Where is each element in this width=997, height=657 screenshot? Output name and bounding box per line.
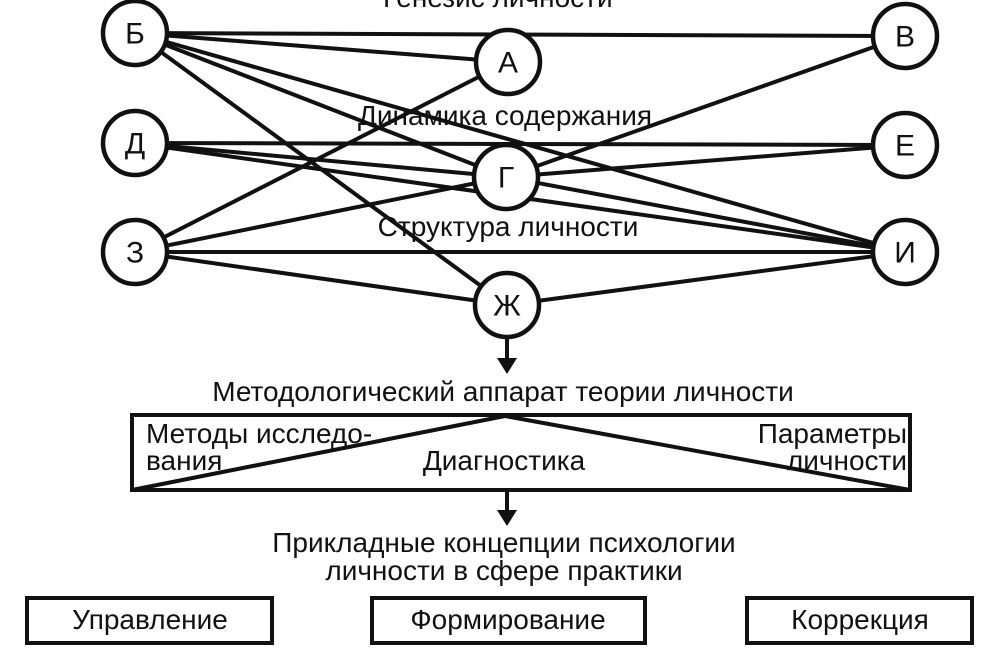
edge-zh-i bbox=[506, 250, 906, 307]
edge-b-g bbox=[134, 31, 507, 179]
edge-d-g bbox=[134, 141, 507, 179]
box-correction: Коррекция bbox=[745, 596, 974, 645]
edge-g-v bbox=[505, 34, 906, 179]
node-v-label: В bbox=[895, 21, 915, 54]
diagnostics-label: Диагностика bbox=[423, 445, 586, 476]
node-z-label: З bbox=[126, 237, 144, 270]
node-g: Г bbox=[471, 142, 541, 212]
node-b: Б bbox=[100, 0, 170, 68]
box-formation: Формирование bbox=[370, 596, 647, 645]
node-g-label: Г bbox=[498, 162, 514, 195]
box-management-label: Управление bbox=[72, 604, 228, 635]
edge-g-e bbox=[505, 143, 906, 179]
edge-z-g bbox=[134, 175, 507, 254]
genesis-label: Генезис личности bbox=[383, 0, 613, 13]
apparatus-box bbox=[130, 413, 912, 492]
node-z: З bbox=[100, 217, 170, 287]
box-formation-label: Формирование bbox=[410, 604, 605, 635]
applied-title-line1: Прикладные концепции психологии bbox=[272, 527, 735, 558]
network-nodes: Б А В Д Г Е З И Ж bbox=[100, 0, 940, 340]
edge-g-i bbox=[505, 175, 906, 254]
node-g-circle bbox=[471, 142, 541, 212]
edge-z-a bbox=[134, 60, 509, 254]
node-a-label: А bbox=[498, 47, 518, 80]
edge-b-a bbox=[134, 31, 509, 64]
structure-label: Структура личности bbox=[378, 211, 639, 242]
node-i: И bbox=[870, 217, 940, 287]
node-i-label: И bbox=[894, 237, 916, 270]
params-label-line2: личности bbox=[787, 445, 907, 476]
node-a: А bbox=[473, 27, 543, 97]
apparatus-title: Методологический аппарат теории личности bbox=[212, 376, 794, 407]
network-edges bbox=[133, 31, 906, 307]
box-correction-label: Коррекция bbox=[791, 604, 929, 635]
node-d: Д bbox=[100, 108, 170, 178]
node-d-label: Д bbox=[125, 128, 145, 161]
node-v-circle bbox=[870, 1, 940, 71]
arrow-to-apparatus-head bbox=[497, 358, 517, 374]
methods-label-line2: вания bbox=[146, 445, 222, 476]
applied-title-line2: личности в сфере практики bbox=[325, 555, 682, 586]
node-b-label: Б bbox=[125, 18, 145, 51]
node-e-circle bbox=[870, 110, 940, 180]
dynamics-label: Динамика содержания bbox=[358, 100, 652, 131]
params-label-line1: Параметры bbox=[758, 418, 907, 449]
node-zh: Ж bbox=[472, 270, 542, 340]
edge-d-e bbox=[134, 141, 906, 147]
methods-label-line1: Методы исследо- bbox=[146, 418, 372, 449]
node-e-label: Е bbox=[895, 130, 915, 163]
apparatus-left-diagonal bbox=[131, 414, 506, 492]
node-e: Е bbox=[870, 110, 940, 180]
node-d-circle bbox=[100, 108, 170, 178]
node-v: В bbox=[870, 1, 940, 71]
node-i-circle bbox=[870, 217, 940, 287]
edge-z-zh bbox=[134, 250, 508, 307]
node-b-circle bbox=[100, 0, 170, 68]
apparatus-right-diagonal bbox=[504, 414, 911, 492]
node-zh-label: Ж bbox=[493, 290, 521, 323]
arrow-to-applied-head bbox=[497, 510, 517, 526]
node-z-circle bbox=[100, 217, 170, 287]
box-management: Управление bbox=[25, 596, 274, 645]
node-a-circle bbox=[473, 27, 543, 97]
